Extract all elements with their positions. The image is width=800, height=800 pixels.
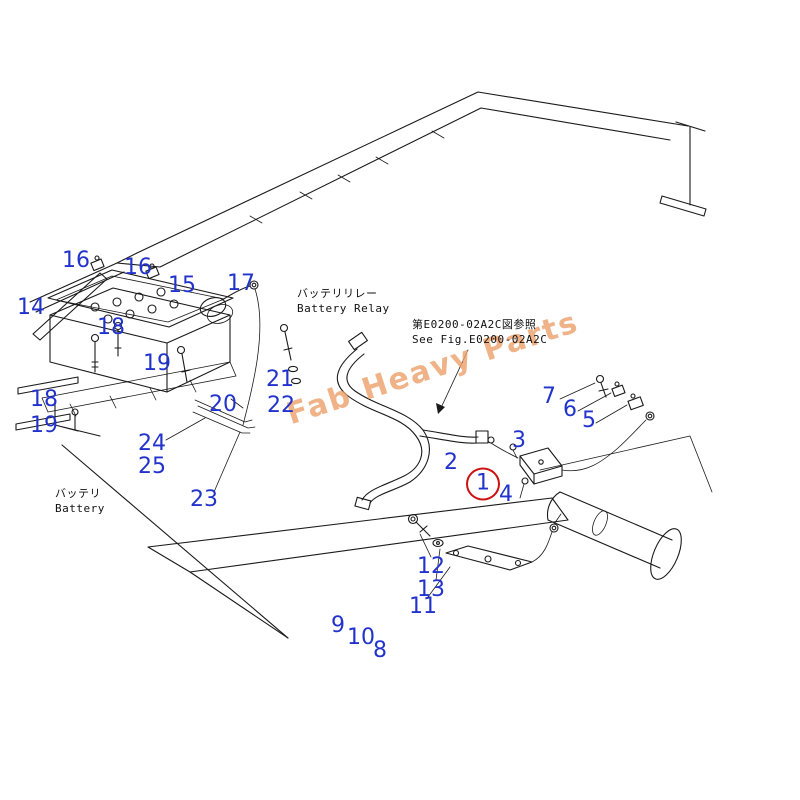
reference-label-jp: 第E0200-02A2C図参照 xyxy=(412,318,537,331)
part-number-2: 2 xyxy=(444,450,458,475)
part-number-14: 14 xyxy=(17,295,45,320)
part-number-7: 7 xyxy=(542,384,556,409)
part-number-21: 21 xyxy=(266,367,294,392)
chassis-frame xyxy=(29,91,707,313)
battery-relay-label: バッテリリレー Battery Relay xyxy=(297,286,390,316)
holddown-clamps xyxy=(90,255,160,280)
battery-label-jp: バッテリ xyxy=(55,487,101,500)
battery-assembly xyxy=(41,269,237,437)
wire-harness xyxy=(336,331,519,511)
part-number-25: 25 xyxy=(138,454,166,479)
part-number-24: 24 xyxy=(138,431,166,456)
relay-bracket xyxy=(509,411,655,499)
part-number-1: 1 xyxy=(466,467,500,501)
part-number-18: 18 xyxy=(97,315,125,340)
battery-relay-label-jp: バッテリリレー xyxy=(297,287,378,300)
muffler xyxy=(546,491,682,580)
floor-lines xyxy=(61,435,713,639)
reference-arrow xyxy=(436,349,469,414)
part-number-19: 19 xyxy=(30,413,58,438)
part-number-6: 6 xyxy=(563,397,577,422)
bottom-hardware xyxy=(407,513,562,598)
part-number-13: 13 xyxy=(417,577,445,602)
part-number-17: 17 xyxy=(227,271,255,296)
part-number-11: 11 xyxy=(409,594,437,619)
part-number-16: 16 xyxy=(124,255,152,280)
reference-label-en: See Fig.E0200-02A2C xyxy=(412,333,548,346)
battery-relay-label-en: Battery Relay xyxy=(297,302,390,315)
part-number-4: 4 xyxy=(499,482,513,507)
battery-label: バッテリ Battery xyxy=(55,486,105,516)
part-number-22: 22 xyxy=(267,393,295,418)
part-number-10: 10 xyxy=(347,625,375,650)
frame-edge-bars xyxy=(15,376,79,431)
part-number-9: 9 xyxy=(331,613,345,638)
part-number-12: 12 xyxy=(417,554,445,579)
battery-label-en: Battery xyxy=(55,502,105,515)
part-number-3: 3 xyxy=(512,428,526,453)
clamp-parts xyxy=(559,374,644,424)
part-number-19: 19 xyxy=(143,351,171,376)
part-number-15: 15 xyxy=(168,273,196,298)
part-number-20: 20 xyxy=(209,392,237,417)
part-number-8: 8 xyxy=(373,638,387,663)
reference-label: 第E0200-02A2C図参照 See Fig.E0200-02A2C xyxy=(412,317,547,347)
battery-wires xyxy=(165,398,256,493)
part-number-5: 5 xyxy=(582,408,596,433)
part-number-18: 18 xyxy=(30,387,58,412)
part-number-16: 16 xyxy=(62,248,90,273)
battery-relay xyxy=(199,280,261,426)
mount-bar xyxy=(32,272,108,341)
bolts xyxy=(90,321,302,385)
part-number-23: 23 xyxy=(190,487,218,512)
